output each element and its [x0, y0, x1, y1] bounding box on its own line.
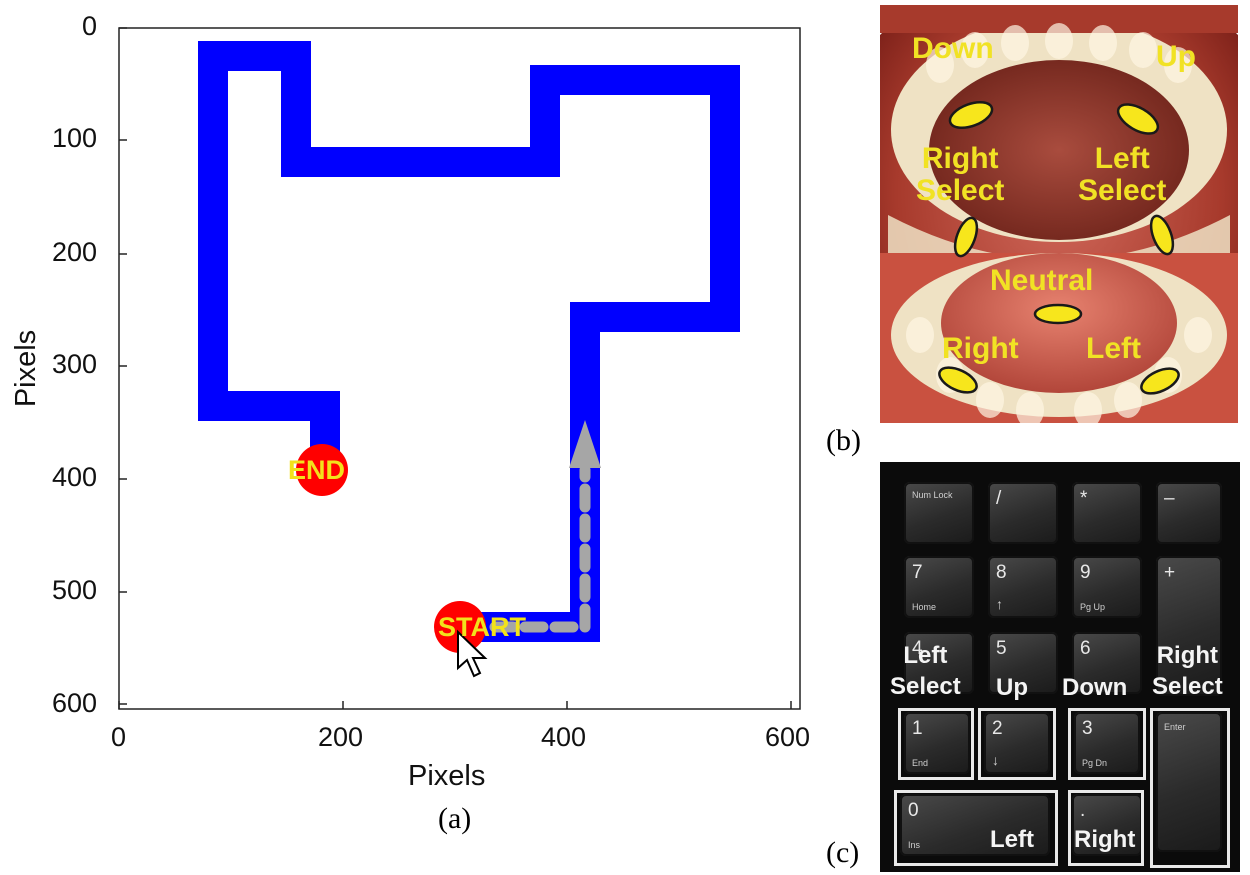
label-right: Right [942, 332, 1019, 365]
kp-label-left-select: Left Select [890, 642, 961, 700]
y-tick: 200 [52, 237, 98, 267]
panel-b-label: (b) [826, 424, 861, 457]
key-numlock[interactable]: Num Lock [904, 482, 974, 544]
outline-key-dot [1068, 790, 1144, 866]
y-tick: 600 [52, 688, 98, 718]
trajectory-arrowhead [569, 420, 601, 468]
end-marker [296, 444, 348, 496]
x-tick: 600 [765, 722, 811, 752]
key-4[interactable]: 4 [904, 632, 974, 694]
kp-label-right: Right [1074, 826, 1136, 853]
kp-label-left: Left [990, 826, 1034, 853]
mouth-illustration [880, 5, 1238, 423]
y-tick: 300 [52, 349, 98, 379]
y-tick: 0 [82, 11, 98, 41]
path-plot [118, 27, 801, 710]
start-marker [434, 601, 486, 653]
tongue-targets [938, 100, 1180, 395]
key-2[interactable]: 2 ↓ [984, 712, 1050, 774]
key-3[interactable]: 3 Pg Dn [1074, 712, 1140, 774]
panel-a-label: (a) [438, 802, 472, 835]
outline-key-0 [894, 790, 1058, 866]
maze-path [198, 41, 740, 642]
plot-frame [118, 27, 801, 710]
x-tick: 200 [318, 722, 364, 752]
mouth-image: Down Up Right Select Left Select Neutral… [880, 5, 1238, 423]
key-7[interactable]: 7 Home [904, 556, 974, 618]
y-axis-label: Pixels [10, 329, 43, 408]
key-8[interactable]: 8 ↑ [988, 556, 1058, 618]
key-9[interactable]: 9 Pg Up [1072, 556, 1142, 618]
start-label: START [438, 612, 526, 642]
key-slash[interactable]: / [988, 482, 1058, 544]
outline-key-enter [1150, 708, 1230, 868]
trajectory-dashed [489, 464, 591, 633]
outline-key-3 [1068, 708, 1146, 780]
panel-c-label: (c) [826, 836, 860, 869]
label-down: Down [912, 32, 994, 65]
kp-label-up: Up [996, 674, 1028, 701]
key-1[interactable]: 1 End [904, 712, 970, 774]
numeric-keypad: Num Lock / * – 7 Home 8 ↑ 9 Pg Up + 4 5 … [880, 462, 1240, 872]
key-0[interactable]: 0 Ins [900, 794, 1050, 856]
label-up: Up [1156, 40, 1196, 73]
key-minus[interactable]: – [1156, 482, 1222, 544]
key-5[interactable]: 5 [988, 632, 1058, 694]
x-axis-label: Pixels [408, 760, 486, 792]
axis-ticks [118, 27, 792, 709]
end-label: END [288, 455, 346, 485]
x-tick: 400 [541, 722, 587, 752]
x-tick: 0 [111, 722, 127, 752]
y-tick: 500 [52, 575, 98, 605]
label-neutral: Neutral [990, 264, 1094, 297]
cursor-icon [457, 629, 488, 678]
key-6[interactable]: 6 [1072, 632, 1142, 694]
kp-label-right-select: Right Select [1152, 642, 1223, 700]
y-tick: 400 [52, 462, 98, 492]
label-left: Left [1086, 332, 1141, 365]
key-dot[interactable]: . [1072, 794, 1142, 856]
label-left-select: Left Select [1078, 142, 1167, 207]
key-star[interactable]: * [1072, 482, 1142, 544]
label-right-select: Right Select [916, 142, 1005, 207]
outline-key-2 [978, 708, 1056, 780]
key-plus[interactable]: + [1156, 556, 1222, 696]
key-enter[interactable]: Enter [1156, 712, 1222, 852]
kp-label-down: Down [1062, 674, 1128, 701]
y-tick: 100 [52, 123, 98, 153]
outline-key-1 [898, 708, 974, 780]
